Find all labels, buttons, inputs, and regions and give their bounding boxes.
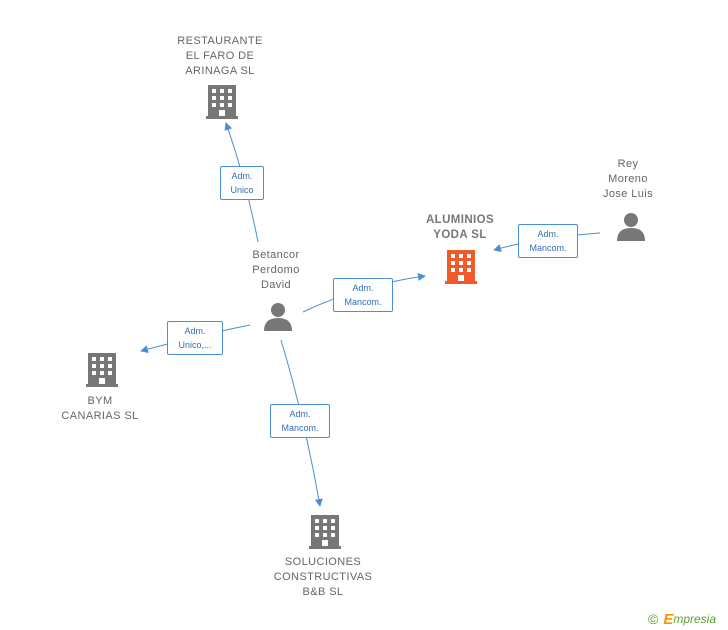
- copyright-symbol: ©: [648, 611, 659, 627]
- node-label-betancor[interactable]: Betancor Perdomo David: [252, 249, 300, 291]
- edge-label-betancor-aluminios: Adm. Mancom.: [333, 278, 393, 312]
- person-icon: [264, 303, 292, 331]
- building-icon: [86, 353, 118, 387]
- node-label-rey[interactable]: Rey Moreno Jose Luis: [602, 158, 654, 200]
- building-icon: [309, 515, 341, 549]
- node-label-aluminios[interactable]: ALUMINIOS YODA SL: [425, 214, 495, 241]
- node-label-restaurante[interactable]: RESTAURANTE EL FARO DE ARINAGA SL: [177, 35, 263, 77]
- person-icon: [617, 213, 645, 241]
- brand-logo-letter: E: [663, 610, 674, 628]
- edge-label-betancor-restaurante: Adm. Unico: [220, 166, 264, 200]
- node-label-soluciones[interactable]: SOLUCIONES CONSTRUCTIVAS B&B SL: [273, 556, 373, 598]
- building-icon: [206, 85, 238, 119]
- node-label-bym[interactable]: BYM CANARIAS SL: [61, 395, 139, 422]
- building-icon: [445, 250, 477, 284]
- edge-label-rey-aluminios: Adm. Mancom.: [518, 224, 578, 258]
- edge-label-betancor-bym: Adm. Unico,...: [167, 321, 223, 355]
- brand-name: mpresia: [673, 612, 717, 626]
- edge-label-betancor-soluciones: Adm. Mancom.: [270, 404, 330, 438]
- brand-footer[interactable]: © E mpresia: [648, 610, 716, 628]
